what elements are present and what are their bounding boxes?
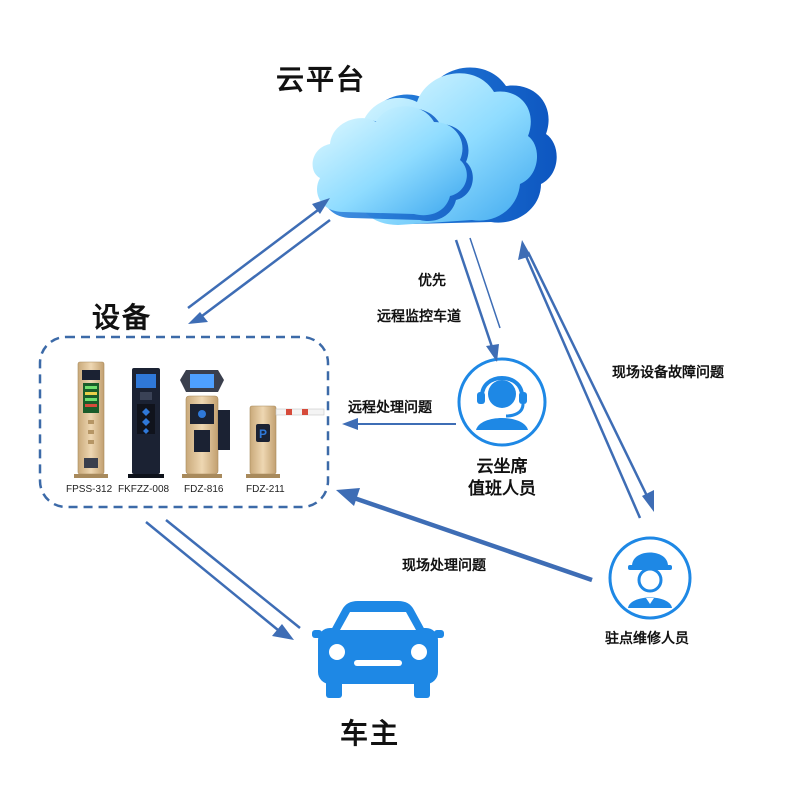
edge-label-onsite-fault: 现场设备故障问题 bbox=[612, 365, 724, 381]
arrow-cloud-to-device bbox=[201, 219, 331, 317]
arrow-devices-to-car bbox=[145, 521, 279, 631]
device-model-fkfzz-008: FKFZZ-008 bbox=[118, 484, 170, 495]
cloud-platform-icon bbox=[312, 67, 557, 225]
arrow-maintenance-to-cloud bbox=[524, 255, 642, 519]
device-model-fpss-312: FPSS-312 bbox=[66, 484, 113, 495]
arrow-cloud-to-maintenance bbox=[526, 251, 650, 499]
device-model-fdz-816: FDZ-816 bbox=[184, 484, 224, 495]
arrow-maintenance-to-devices bbox=[353, 495, 593, 583]
arrow-cloud-to-agent bbox=[454, 239, 495, 351]
arrow-car-to-devices bbox=[165, 519, 301, 629]
device-fdz-816-image bbox=[180, 370, 230, 478]
agent-label-line1: 云坐席 bbox=[476, 457, 528, 477]
car-owner-icon bbox=[312, 601, 444, 698]
edge-label-remote-monitor: 远程监控车道 bbox=[377, 309, 461, 325]
flow-arrows bbox=[145, 198, 654, 640]
device-fdz-211-image: P bbox=[246, 405, 325, 478]
car-owner-label: 车主 bbox=[340, 717, 401, 750]
edge-label-remote-handle: 远程处理问题 bbox=[348, 400, 432, 416]
agent-label-line2: 值班人员 bbox=[468, 479, 536, 499]
maintenance-label: 驻点维修人员 bbox=[605, 631, 689, 647]
maintenance-worker-icon bbox=[608, 536, 692, 620]
devices-label: 设备 bbox=[92, 301, 153, 334]
device-model-fdz-211: FDZ-211 bbox=[246, 484, 285, 495]
devices-group-box bbox=[38, 335, 330, 509]
edge-label-onsite-handle: 现场处理问题 bbox=[402, 558, 486, 574]
device-fkfzz-008-image bbox=[128, 368, 164, 478]
agent-label: 云坐席 值班人员 bbox=[452, 456, 552, 500]
svg-text:P: P bbox=[259, 427, 267, 441]
edge-label-priority: 优先 bbox=[418, 273, 446, 289]
arrow-device-to-cloud bbox=[187, 209, 319, 309]
cloud-platform-label: 云平台 bbox=[276, 63, 367, 96]
device-fpss-312-image bbox=[74, 361, 108, 478]
headset-agent-icon bbox=[457, 357, 547, 447]
